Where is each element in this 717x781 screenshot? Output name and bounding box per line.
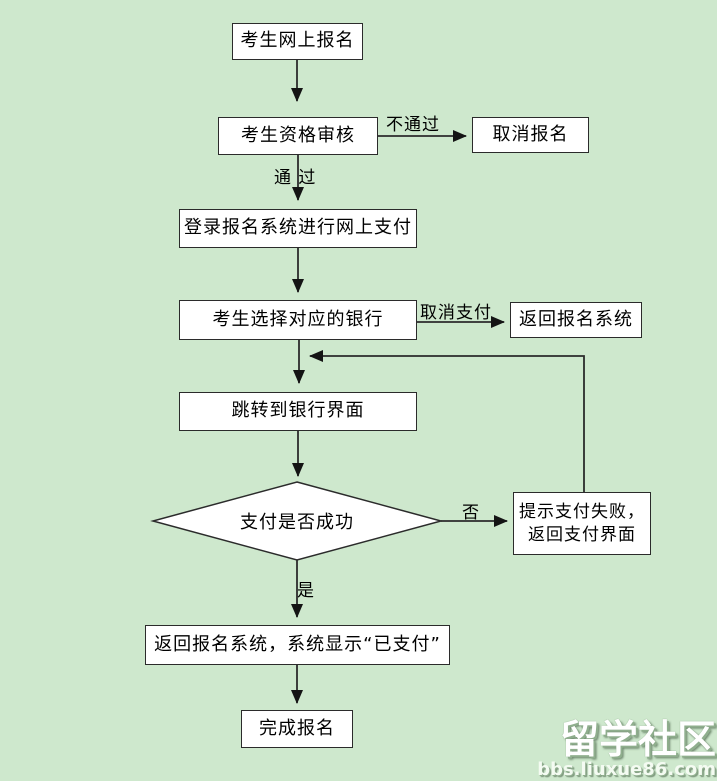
node-payment-failed-prompt: 提示支付失败， 返回支付界面 [513, 492, 651, 555]
node-login-online-payment: 登录报名系统进行网上支付 [179, 209, 417, 248]
node-cancel-registration: 取消报名 [472, 117, 589, 153]
node-online-registration: 考生网上报名 [232, 23, 363, 60]
node-bank-interface: 跳转到银行界面 [179, 392, 417, 431]
watermark-logo-text: 留学社区 [559, 718, 716, 763]
node-complete-registration: 完成报名 [241, 710, 353, 748]
node-return-registration-system-label: 返回报名系统 [519, 308, 633, 330]
node-cancel-registration-label: 取消报名 [492, 123, 569, 145]
watermark-url-text: bbs.liuxue86.com [537, 759, 716, 780]
edge-label-not-pass: 不通过 [386, 115, 440, 135]
node-select-bank: 考生选择对应的银行 [179, 300, 417, 340]
edge-label-pass: 通 过 [274, 168, 317, 188]
node-return-registration-system: 返回报名系统 [510, 302, 642, 338]
edge-label-cancel-payment: 取消支付 [420, 303, 492, 323]
decision-diamond-shape [150, 481, 444, 561]
node-payment-failed-prompt-line2: 返回支付界面 [528, 524, 636, 545]
node-system-shows-paid-label: 返回报名系统，系统显示“已支付” [154, 633, 441, 655]
node-select-bank-label: 考生选择对应的银行 [212, 308, 384, 330]
node-bank-interface-label: 跳转到银行界面 [231, 400, 365, 422]
node-qualification-review: 考生资格审核 [218, 117, 378, 155]
edge-label-yes: 是 [297, 581, 315, 601]
node-payment-success-decision: 支付是否成功 [187, 508, 407, 534]
edge-payfail-feedback [309, 350, 585, 492]
node-login-online-payment-label: 登录报名系统进行网上支付 [184, 217, 412, 239]
node-online-registration-label: 考生网上报名 [240, 30, 355, 52]
node-payment-success-decision-label: 支付是否成功 [240, 512, 354, 533]
node-payment-failed-prompt-line1: 提示支付失败， [519, 501, 645, 522]
node-qualification-review-label: 考生资格审核 [241, 124, 355, 146]
watermark: 留学社区 bbs.liuxue86.com [537, 721, 716, 779]
node-system-shows-paid: 返回报名系统，系统显示“已支付” [145, 625, 450, 665]
node-complete-registration-label: 完成报名 [259, 717, 335, 739]
edge-label-no: 否 [462, 503, 480, 523]
